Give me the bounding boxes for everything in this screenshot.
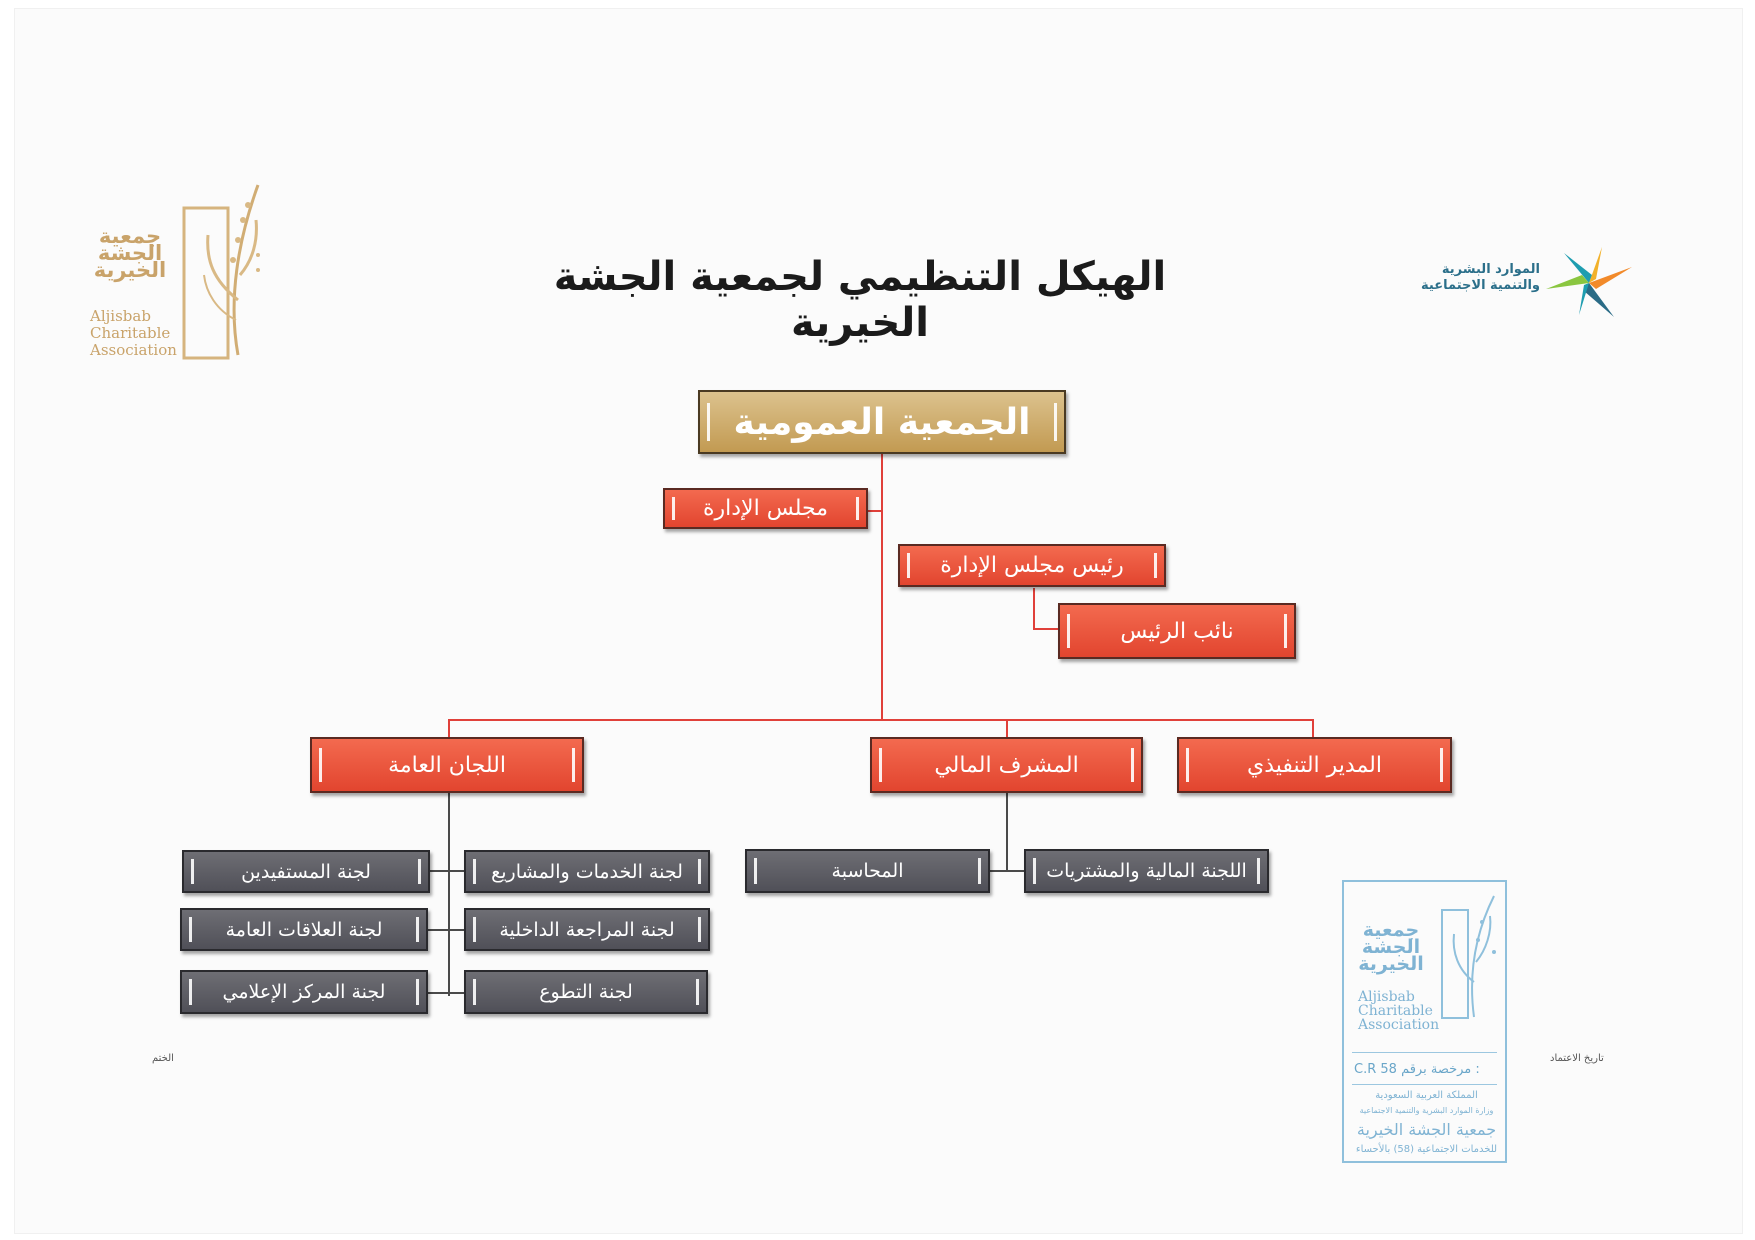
stamp-line1: المملكة العربية السعودية xyxy=(1375,1090,1478,1101)
box-general-committees: اللجان العامة xyxy=(310,737,584,793)
connector-finance-vertical xyxy=(1006,792,1008,872)
connector-board xyxy=(866,510,883,512)
connector-executive-director xyxy=(1312,719,1314,737)
stamp-line4: للخدمات الاجتماعية (58) بالأحساء xyxy=(1355,1144,1498,1155)
connector-committees-row1 xyxy=(428,870,464,872)
logo-arabic-text: جمعية الجشة الخيرية xyxy=(93,224,167,282)
logo-en-line2: Charitable xyxy=(90,324,171,342)
logo-en-line1: Aljisbab xyxy=(90,307,151,325)
box-finance-purchasing-committee: اللجنة المالية والمشتريات xyxy=(1024,849,1269,893)
stamp-divider xyxy=(1352,1084,1497,1085)
box-executive-director: المدير التنفيذي xyxy=(1177,737,1452,793)
logo-english-text: Aljisbab Charitable Association xyxy=(90,308,177,359)
box-public-relations-committee: لجنة العلاقات العامة xyxy=(180,908,428,951)
box-services-projects-committee: لجنة الخدمات والمشاريع xyxy=(464,850,710,893)
stamp-line2: وزارة الموارد البشرية والتنمية الاجتماعي… xyxy=(1359,1106,1494,1115)
stamp-line3: جمعية الجشة الخيرية xyxy=(1356,1120,1497,1139)
connector-vice-vertical xyxy=(1033,588,1035,630)
official-stamp: جمعية الجشة الخيرية Aljisbab Charitable … xyxy=(1342,880,1507,1163)
wheat-logo-icon xyxy=(182,184,260,360)
box-media-center-committee: لجنة المركز الإعلامي xyxy=(180,970,428,1014)
stamp-logo-english: Aljisbab Charitable Association xyxy=(1358,990,1439,1032)
connector-general-committees xyxy=(448,719,450,737)
ministry-star-icon xyxy=(1546,247,1632,317)
connector-financial-supervisor xyxy=(1006,719,1008,737)
connector-level2-horizontal xyxy=(448,719,1314,721)
seal-label: الختم xyxy=(152,1053,174,1064)
page-title: الهيكل التنظيمي لجمعية الجشة الخيرية xyxy=(553,254,1167,346)
ministry-line2: والتنمية الاجتماعية xyxy=(1421,278,1540,293)
page-frame xyxy=(14,8,1743,1234)
logo-en-line3: Association xyxy=(90,341,177,359)
box-board-chair: رئيس مجلس الإدارة xyxy=(898,544,1166,587)
box-beneficiaries-committee: لجنة المستفيدين xyxy=(182,850,430,893)
box-vice-chair: نائب الرئيس xyxy=(1058,603,1296,659)
approval-date-label: تاريخ الاعتماد xyxy=(1550,1053,1604,1064)
stamp-logo-arabic: جمعية الجشة الخيرية xyxy=(1358,919,1424,975)
stamp-divider xyxy=(1352,1052,1497,1053)
box-general-assembly: الجمعية العمومية xyxy=(698,390,1066,454)
connector-main-vertical xyxy=(881,452,883,720)
connector-committees-row2 xyxy=(428,929,464,931)
stamp-en-line1: Aljisbab xyxy=(1358,989,1415,1005)
stamp-en-line3: Association xyxy=(1358,1017,1440,1033)
box-financial-supervisor: المشرف المالي xyxy=(870,737,1143,793)
connector-committees-vertical xyxy=(448,792,450,996)
box-internal-audit-committee: لجنة المراجعة الداخلية xyxy=(464,908,710,951)
connector-vice xyxy=(1033,628,1059,630)
stamp-wheat-icon xyxy=(1441,895,1496,1019)
connector-committees-row3 xyxy=(428,992,464,994)
stamp-registration: C.R 58 مرخصة برقم : xyxy=(1354,1062,1480,1077)
stamp-en-line2: Charitable xyxy=(1358,1003,1433,1019)
ministry-logo-text: الموارد البشرية والتنمية الاجتماعية xyxy=(1390,262,1540,294)
connector-finance-row xyxy=(990,870,1026,872)
box-accounting: المحاسبة xyxy=(745,849,990,893)
box-volunteering-committee: لجنة التطوع xyxy=(464,970,708,1014)
box-board: مجلس الإدارة xyxy=(663,488,868,529)
ministry-line1: الموارد البشرية xyxy=(1441,262,1540,277)
